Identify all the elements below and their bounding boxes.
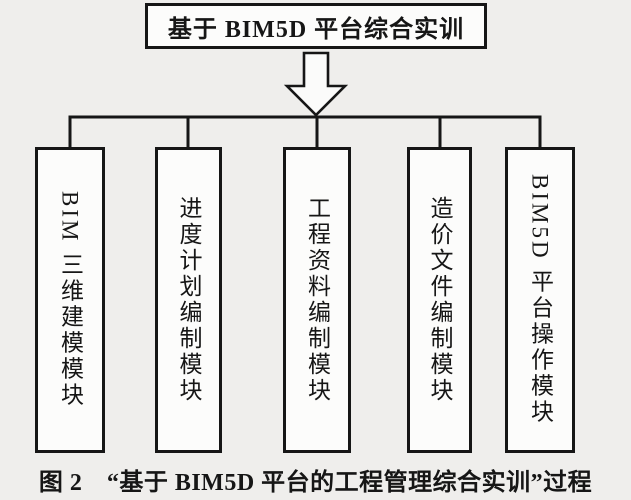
module-node-label: 工程资料编制模块 [304, 196, 330, 404]
down-arrow-icon [283, 51, 349, 117]
root-node: 基于 BIM5D 平台综合实训 [145, 3, 487, 49]
module-node-label: BIM5D 平台操作模块 [527, 174, 553, 426]
module-node-cost-files: 造价文件编制模块 [407, 147, 472, 453]
module-node-label: 造价文件编制模块 [427, 196, 452, 404]
module-node-bim-3d-modeling: BIM 三维建模模块 [35, 147, 105, 453]
module-node-schedule-planning: 进度计划编制模块 [155, 147, 222, 453]
root-node-label: 基于 BIM5D 平台综合实训 [167, 16, 465, 43]
module-node-engineering-docs: 工程资料编制模块 [283, 147, 351, 453]
module-node-bim5d-operation: BIM5D 平台操作模块 [505, 147, 575, 453]
module-node-label: 进度计划编制模块 [176, 196, 201, 404]
figure-caption: 图 2 “基于 BIM5D 平台的工程管理综合实训”过程 [38, 470, 593, 496]
module-node-label: BIM 三维建模模块 [57, 191, 83, 409]
